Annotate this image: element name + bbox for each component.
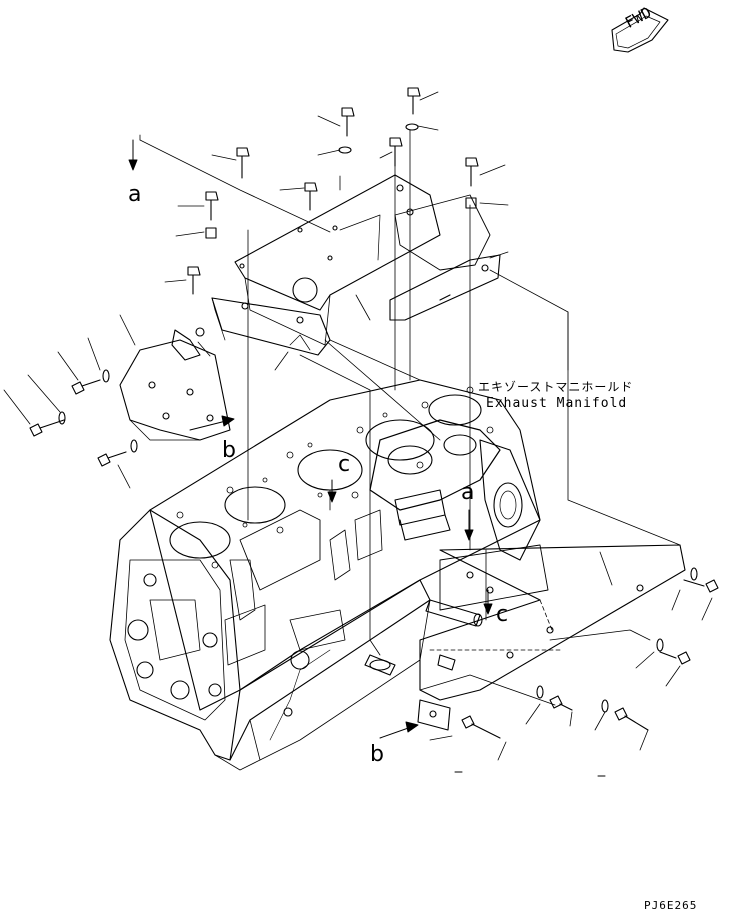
exhaust-manifold-label-en: Exhaust Manifold xyxy=(486,396,628,411)
callout-b-left: b xyxy=(222,438,236,463)
edge-marks xyxy=(454,771,606,777)
callout-arrows xyxy=(128,139,493,739)
heat-shield-left xyxy=(119,327,231,441)
fwd-arrow-icon xyxy=(611,7,669,53)
callout-a-right: a xyxy=(461,480,475,505)
hidden-lines xyxy=(429,599,561,651)
callout-a-top: a xyxy=(128,182,142,207)
heat-shield-plate-upper xyxy=(234,174,441,346)
clip-plate xyxy=(417,699,451,731)
leader-lines xyxy=(3,91,713,761)
callout-b-bottom: b xyxy=(370,742,384,767)
bracket-upper-right xyxy=(389,194,501,321)
exhaust-manifold-label-jp: エキゾーストマニホールド xyxy=(478,380,634,394)
engine-block xyxy=(109,379,541,771)
callout-c-center: c xyxy=(338,452,351,477)
bracket-left-center xyxy=(211,297,331,356)
figure-code: PJ6E265 xyxy=(644,899,698,912)
callout-c-right: c xyxy=(496,602,509,627)
spacer-collars xyxy=(364,599,483,676)
bracket-lower-right xyxy=(419,544,686,701)
bolt-icons xyxy=(29,87,719,739)
